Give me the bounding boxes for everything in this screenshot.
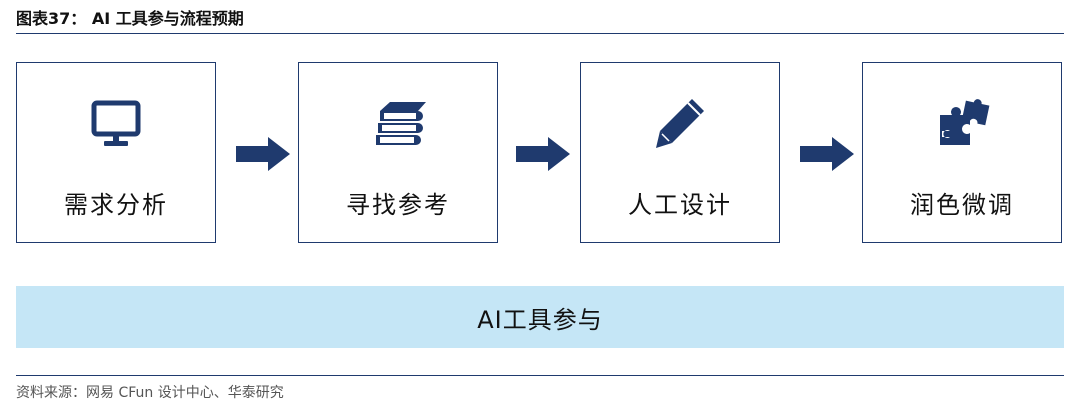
step-box-polish: 润色微调 xyxy=(862,62,1062,243)
source-note: 资料来源：网易 CFun 设计中心、华泰研究 xyxy=(16,385,284,401)
arrow-right-icon xyxy=(236,137,290,171)
books-icon xyxy=(370,95,426,151)
arrow-right-icon xyxy=(516,137,570,171)
figure-title: 图表37： AI 工具参与流程预期 xyxy=(16,9,244,28)
bottom-divider xyxy=(16,375,1064,376)
step-label: 需求分析 xyxy=(64,191,168,219)
puzzle-icon xyxy=(934,95,990,151)
pencil-icon xyxy=(652,95,708,151)
monitor-icon xyxy=(88,95,144,151)
step-label: 人工设计 xyxy=(628,191,732,219)
step-label: 寻找参考 xyxy=(346,191,450,219)
step-box-manual-design: 人工设计 xyxy=(580,62,780,243)
ai-tools-banner: AI工具参与 xyxy=(16,286,1064,348)
top-divider xyxy=(16,33,1064,34)
step-label: 润色微调 xyxy=(910,191,1014,219)
step-box-references: 寻找参考 xyxy=(298,62,498,243)
arrow-right-icon xyxy=(800,137,854,171)
step-box-requirements: 需求分析 xyxy=(16,62,216,243)
